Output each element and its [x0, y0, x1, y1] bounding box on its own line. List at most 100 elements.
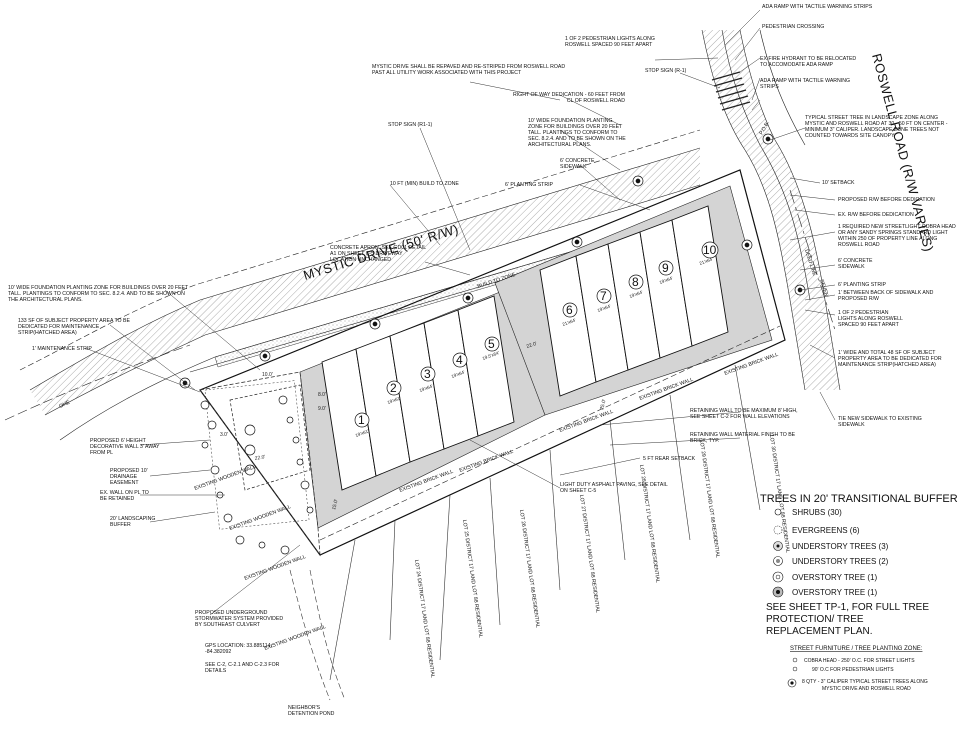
unit-10-size: 21'x64' [699, 256, 714, 266]
unit-7-number: 7 [600, 289, 607, 303]
street-tree-icon [571, 236, 583, 248]
unit-9-size: 19'x64' [659, 275, 674, 285]
unit-9-number: 9 [662, 261, 669, 275]
lot-label-4: LOT 27 DISTRICT 17 LAND LOT 88 RESIDENTI… [578, 494, 601, 613]
existing-wooden-wall-2: EXISTING WOODEN WALL [229, 504, 292, 532]
note-decorative-wall: PROPOSED 6' HEIGHT DECORATIVE WALL 3' AW… [90, 438, 160, 456]
dim-10: 10.0' [262, 372, 273, 378]
note-drainage: PROPOSED 10' DRAINAGE EASEMENT [110, 468, 148, 484]
pedestrian-light-icon [792, 666, 798, 672]
note-tie-sidewalk: TIE NEW SIDEWALK TO EXISTING SIDEWALK [838, 416, 922, 428]
lot-label-6: LOT 29 DISTRICT 17 LAND LOT 88 RESIDENTI… [698, 439, 721, 558]
note-foundation-top: 10' WIDE FOUNDATION PLANTING ZONE FOR BU… [528, 118, 626, 148]
note-ped-crossing: PEDESTRIAN CROSSING [762, 24, 824, 30]
lot-label-2: LOT 25 DISTRICT 17 LAND LOT 88 RESIDENTI… [461, 519, 484, 638]
note-rear-setback: 5 FT REAR SETBACK [643, 456, 696, 462]
note-street-tree: TYPICAL STREET TREE IN LANDSCAPE ZONE AL… [805, 115, 948, 139]
shrub-icon [774, 508, 782, 516]
note-gps: GPS LOCATION: 33.885114, -84.382092 [205, 643, 272, 655]
note-stop-r1-1: STOP SIGN (R1-1) [388, 122, 432, 128]
unit-10 [671, 205, 729, 347]
note-concrete-sidewalk-2: 6' CONCRETE SIDEWALK [838, 258, 873, 270]
furniture-cobra: COBRA HEAD - 250' O.C. FOR STREET LIGHTS [804, 658, 915, 664]
street-tree-icon [259, 350, 271, 362]
note-ada-ramp-2: ADA RAMP WITH TACTILE WARNING STRIPS [760, 78, 851, 90]
understory-tree-alt-icon [773, 556, 783, 566]
note-planting-strip-2: 6' PLANTING STRIP [838, 282, 887, 288]
street-tree-icon [762, 133, 774, 145]
existing-wooden-wall-3: EXISTING WOODEN WALL [244, 554, 307, 582]
note-ped-lights-east: 1 OF 2 PEDESTRIAN LIGHTS ALONG ROSWELL S… [838, 310, 903, 328]
note-stop-r1: STOP SIGN (R-1) [645, 68, 687, 74]
dim-22-west: 22.0' [254, 454, 266, 462]
note-ped-lights-top: 1 OF 2 PEDESTRIAN LIGHTS ALONG ROSWELL S… [565, 36, 655, 48]
legend-shrubs: SHRUBS (30) [792, 508, 842, 517]
existing-brick-wall-3: EXISTING BRICK WALL [559, 409, 615, 434]
street-tree-icon [787, 678, 797, 688]
note-133sf: 133 SF OF SUBJECT PROPERTY AREA TO BE DE… [18, 318, 130, 336]
note-concrete-sidewalk: 6' CONCRETE SIDEWALK [560, 158, 595, 170]
legend-understory-2: UNDERSTORY TREES (2) [792, 557, 889, 566]
overstory-tree-icon [772, 571, 784, 583]
note-maintenance-strip: 1' MAINTENANCE STRIP [32, 346, 92, 352]
cobra-head-icon [792, 657, 798, 663]
unit-10-number: 10 [703, 243, 717, 257]
legend-evergreens: EVERGREENS (6) [792, 526, 860, 535]
legend-see-line3: REPLACEMENT PLAN. [766, 626, 873, 637]
dimensions: 10.0' 22.0' 22.0' 25.0' 15.0' 9.0' 8.0' … [220, 341, 608, 511]
existing-wooden-wall-1: EXISTING WOODEN WALL [194, 464, 257, 492]
street-tree-icon [462, 292, 474, 304]
leader-lines [84, 9, 836, 616]
unit-8-size: 19'x64' [629, 289, 644, 299]
understory-tree-icon [773, 541, 783, 551]
note-proposed-rw: PROPOSED R/W BEFORE DEDICATION [838, 197, 935, 203]
note-setback-10: 10' SETBACK [822, 180, 855, 186]
furniture-trees-1: 8 QTY - 3" CALIPER TYPICAL STREET TREES … [802, 679, 928, 685]
unit-5-size: 19.5'x64' [482, 350, 501, 361]
unit-3-number: 3 [424, 367, 431, 381]
note-stormwater: PROPOSED UNDERGROUND STORMWATER SYSTEM P… [195, 610, 284, 628]
note-asphalt: LIGHT DUTY ASPHALT PAVING, SEE DETAIL ON… [560, 482, 668, 494]
unit-6-size: 21'x64' [562, 317, 577, 327]
dim-25: 25.0' [599, 399, 608, 411]
evergreen-icon [773, 525, 783, 535]
unit-6-number: 6 [566, 303, 573, 317]
legend-overstory-1b: OVERSTORY TREE (1) [792, 588, 878, 597]
unit-1-size: 19'x61' [355, 428, 370, 438]
furniture-trees-2: MYSTIC DRIVE AND ROSWELL ROAD [822, 686, 911, 692]
legend-title: TREES IN 20' TRANSITIONAL BUFFER [760, 493, 958, 505]
street-tree-icon [741, 239, 753, 251]
dim-8: 8.0' [318, 392, 326, 398]
units-west [321, 295, 515, 491]
unit-3-size: 19'x64' [419, 383, 434, 393]
note-foundation-left: 10' WIDE FOUNDATION PLANTING ZONE FOR BU… [8, 285, 189, 303]
note-cobra-streetlight: 1 REQUIRED NEW STREETLIGHT COBRA HEAD OR… [838, 224, 956, 248]
note-see-c2: SEE C-2, C-2.1 AND C-2.3 FOR DETAILS [205, 662, 280, 674]
note-ex-rw: EX. R/W BEFORE DEDICATION [838, 212, 914, 218]
unit-labels: 1 19'x61' 2 19'x61' 3 19'x64' 4 19'x64' … [355, 241, 719, 438]
dim-15: 15.0' [331, 499, 340, 511]
neighbor-lots [289, 364, 761, 701]
note-repave: MYSTIC DRIVE SHALL BE REPAVED AND RE-STR… [372, 64, 566, 76]
units-east [539, 205, 729, 397]
note-hydrant: EX FIRE HYDRANT TO BE RELOCATED TO ACCOM… [760, 56, 857, 68]
dim-5: 3.0' [220, 432, 228, 438]
seven-label: SEVEN [818, 279, 829, 298]
note-ex-wall: EX. WALL ON PL TO BE RETAINED [100, 490, 149, 502]
note-concrete-apron: CONCRETE APRON. SEE GD01 DETAIL A1 ON SH… [330, 245, 426, 263]
note-dedication-48sf: 1' WIDE AND TOTAL 48 SF OF SUBJECT PROPE… [838, 350, 942, 368]
note-build-zone: 10 FT (MIN) BUILD TO ZONE [390, 181, 459, 187]
furniture-title: STREET FURNITURE / TREE PLANTING ZONE: [790, 646, 923, 652]
note-planting-strip: 6' PLANTING STRIP [505, 182, 554, 188]
unit-7-size: 19'x64' [597, 303, 612, 313]
dim-22-east: 22.0' [526, 341, 538, 350]
note-between-sidewalk: 1' BETWEEN BACK OF SIDEWALK AND PROPOSED… [838, 290, 934, 302]
unit-8-number: 8 [632, 275, 639, 289]
unit-2-number: 2 [390, 381, 397, 395]
street-tree-icon [369, 318, 381, 330]
unit-5-number: 5 [488, 337, 495, 351]
callout-notes: MYSTIC DRIVE SHALL BE REPAVED AND RE-STR… [8, 4, 956, 717]
note-landscaping-buffer: 20' LANDSCAPING BUFFER [110, 516, 156, 528]
unit-4-number: 4 [456, 353, 463, 367]
